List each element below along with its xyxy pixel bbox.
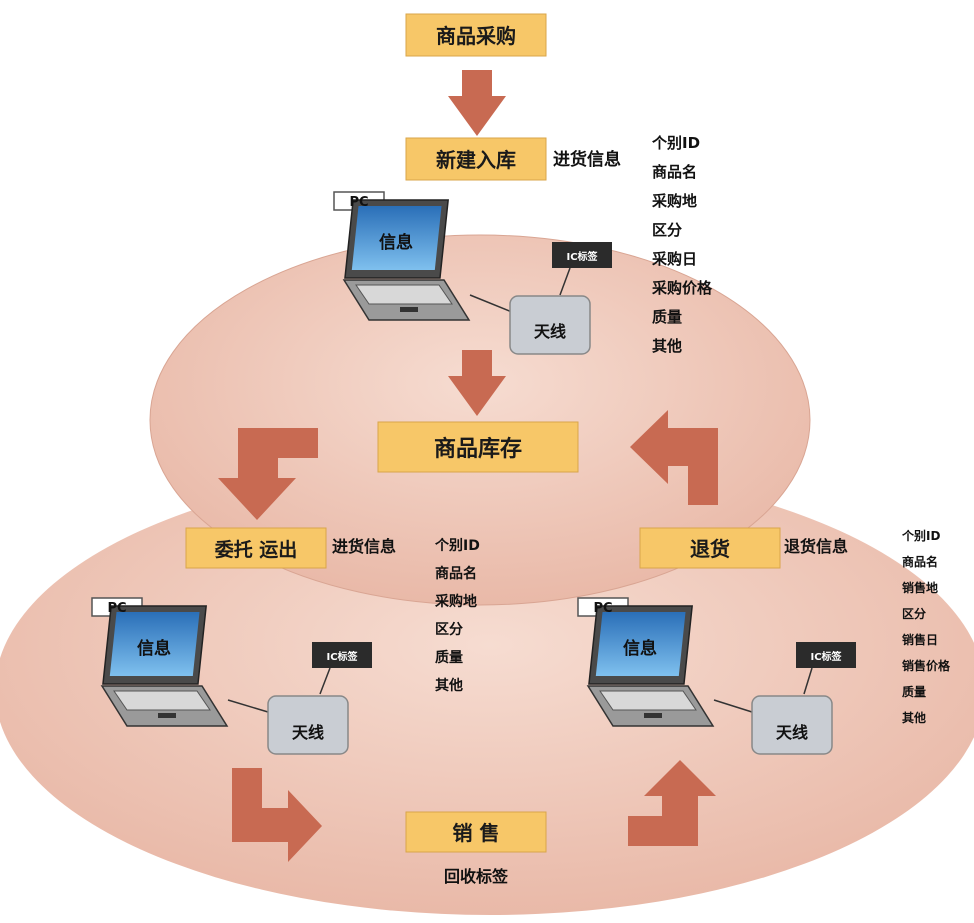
ship-field: 质量 xyxy=(435,649,463,666)
ship-fields: 个别ID 商品名 采购地 区分 质量 其他 xyxy=(434,537,480,694)
antenna-label: 天线 xyxy=(292,723,324,742)
pc-label: PC xyxy=(593,601,612,616)
laptop-top: PC 信息 xyxy=(333,191,470,321)
ic-tag-label: IC标签 xyxy=(326,650,358,663)
incoming-info-label: 进货信息 xyxy=(553,149,621,170)
ship-field: 商品名 xyxy=(435,565,477,582)
purchase-label: 商品采购 xyxy=(436,24,516,48)
incoming-field: 个别ID xyxy=(651,134,700,152)
ship-field: 其他 xyxy=(435,677,463,694)
ic-tag-icon: IC标签 xyxy=(312,642,372,668)
sales-step: 销 售 xyxy=(405,811,547,853)
return-field: 区分 xyxy=(902,606,926,621)
ship-step: 委托 运出 xyxy=(185,527,327,569)
incoming-field: 采购地 xyxy=(651,192,697,210)
ship-label: 委托 运出 xyxy=(214,538,298,561)
antenna-label: 天线 xyxy=(534,322,566,341)
pc-label: PC xyxy=(107,601,126,616)
ship-field: 采购地 xyxy=(434,593,477,610)
recycle-tag-label: 回收标签 xyxy=(444,867,509,886)
arrow-down-icon xyxy=(448,350,506,416)
ic-tag-label: IC标签 xyxy=(810,650,842,663)
return-field: 质量 xyxy=(902,684,926,699)
return-field: 个别ID xyxy=(901,528,940,543)
arrow-turn-up-icon xyxy=(628,760,716,846)
ship-field: 区分 xyxy=(435,622,463,638)
incoming-field: 采购日 xyxy=(651,250,697,268)
arrow-turn-down-icon xyxy=(218,428,318,520)
inventory-label: 商品库存 xyxy=(434,436,522,462)
ship-field: 个别ID xyxy=(434,537,480,554)
screen-label: 信息 xyxy=(379,232,413,253)
return-field: 销售地 xyxy=(902,580,938,595)
incoming-fields: 个别ID 商品名 采购地 区分 采购日 采购价格 质量 其他 xyxy=(651,134,713,355)
returns-step: 退货 xyxy=(639,527,781,569)
antenna-icon: 天线 xyxy=(267,695,349,755)
arrow-down-icon xyxy=(448,70,506,136)
arrow-turn-right-icon xyxy=(232,768,322,862)
return-field: 商品名 xyxy=(902,554,938,569)
incoming-field: 质量 xyxy=(652,308,682,326)
return-field: 销售价格 xyxy=(902,658,951,673)
incoming-field: 采购价格 xyxy=(651,279,713,297)
antenna-icon: 天线 xyxy=(509,295,591,355)
return-field: 其他 xyxy=(902,710,926,725)
purchase-step: 商品采购 xyxy=(405,13,547,57)
laptop-right: PC 信息 xyxy=(577,597,714,727)
ic-tag-icon: IC标签 xyxy=(796,642,856,668)
incoming-field: 区分 xyxy=(652,221,682,239)
inventory-step: 商品库存 xyxy=(377,421,579,473)
incoming-field: 商品名 xyxy=(652,163,697,181)
ic-tag-label: IC标签 xyxy=(566,250,598,263)
return-info-label: 退货信息 xyxy=(784,537,848,556)
incoming-field: 其他 xyxy=(652,337,682,355)
ic-tag-icon: IC标签 xyxy=(552,242,612,268)
return-fields: 个别ID 商品名 销售地 区分 销售日 销售价格 质量 其他 xyxy=(901,528,951,725)
warehouse-ellipse xyxy=(149,234,811,606)
new-stock-step: 新建入库 xyxy=(405,137,547,181)
laptop-left: PC 信息 xyxy=(91,597,228,727)
arrow-turn-up-icon xyxy=(630,410,718,505)
antenna-label: 天线 xyxy=(776,723,808,742)
new-stock-label: 新建入库 xyxy=(436,148,516,172)
pc-label: PC xyxy=(349,195,368,210)
screen-label: 信息 xyxy=(137,638,171,659)
ship-info-label: 进货信息 xyxy=(332,537,396,556)
antenna-icon: 天线 xyxy=(751,695,833,755)
returns-label: 退货 xyxy=(690,537,730,561)
sales-label: 销 售 xyxy=(453,821,500,845)
screen-label: 信息 xyxy=(623,638,657,659)
return-field: 销售日 xyxy=(902,632,938,647)
